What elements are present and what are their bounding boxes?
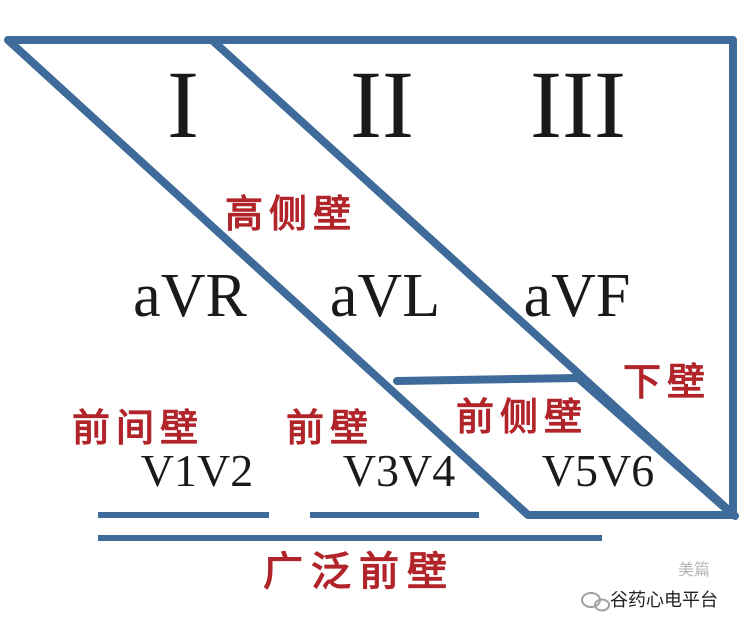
wechat-icon [581,592,610,612]
frame-lines [4,36,739,541]
region-anterolateral: 前侧壁 [456,395,588,439]
watermark: 美篇 [581,560,710,612]
underline-v1v2 [98,512,269,518]
region-anterior: 前壁 [286,406,374,450]
region-extensive-anterior: 广泛前壁 [263,549,455,595]
lead-v3v4-label: V3V4 [343,445,455,496]
lead-v5v6-label: V5V6 [542,445,654,496]
lead-2-label: II [350,51,414,158]
lead-avl-label: aVL [330,262,440,330]
region-inferior: 下壁 [623,360,711,404]
lead-3-label: III [530,51,626,158]
lateral-box [393,374,737,519]
watermark-top-text: 美篇 [678,560,710,579]
region-high-lateral: 高侧壁 [225,192,357,236]
underline-v3v4 [310,512,479,518]
lead-v1v2-label: V1V2 [141,445,253,496]
region-septal: 前间壁 [72,406,204,450]
watermark-bottom-text: 谷药心电平台 [610,590,718,611]
lead-avf-label: aVF [524,262,631,330]
underline-extensive [98,535,602,541]
lead-avr-label: aVR [133,262,247,330]
lead-1-label: I [167,51,199,158]
